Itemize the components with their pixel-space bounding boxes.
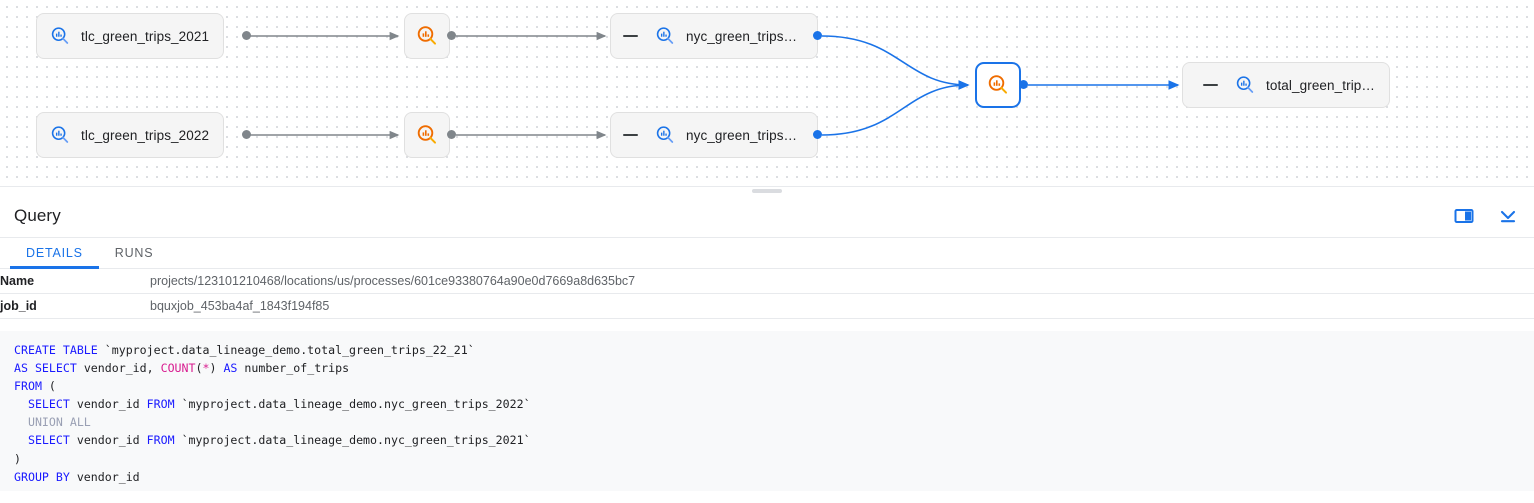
collapse-dash-icon[interactable] xyxy=(623,134,638,136)
detail-key-job-id: job_id xyxy=(0,299,37,313)
lineage-process-node-selected[interactable] xyxy=(975,62,1021,108)
lineage-node-label: tlc_green_trips_2022 xyxy=(81,127,210,143)
connector-dot-out-proc-1 xyxy=(447,31,456,40)
detail-value-name: projects/123101210468/locations/us/proce… xyxy=(150,274,636,288)
table-search-icon-blue xyxy=(1234,74,1256,96)
connector-dot-out-proc-selected xyxy=(1019,80,1028,89)
process-search-icon-orange xyxy=(415,24,439,48)
connector-dot-out-tlc-2021 xyxy=(242,31,251,40)
query-tabs: DETAILS RUNS xyxy=(0,238,1534,269)
detail-key-name: Name xyxy=(0,274,35,288)
collapse-dash-icon[interactable] xyxy=(623,35,638,37)
splitter-drag-handle[interactable] xyxy=(752,189,782,193)
lineage-node-label: nyc_green_trips… xyxy=(686,28,798,44)
process-search-icon-orange xyxy=(986,73,1010,97)
panel-splitter[interactable] xyxy=(0,186,1534,195)
lineage-graph-canvas[interactable]: tlc_green_trips_2021 tlc_green_trips_202… xyxy=(0,0,1534,186)
connector-dot-out-proc-2 xyxy=(447,130,456,139)
collapse-dash-icon[interactable] xyxy=(1203,84,1218,86)
table-row: Name projects/123101210468/locations/us/… xyxy=(0,269,1534,294)
lineage-node-label: nyc_green_trips… xyxy=(686,127,798,143)
lineage-node-label: tlc_green_trips_2021 xyxy=(81,28,210,44)
lineage-node-nyc-green-trips-top[interactable]: nyc_green_trips… xyxy=(610,13,818,59)
lineage-node-tlc-green-trips-2022[interactable]: tlc_green_trips_2022 xyxy=(36,112,225,158)
lineage-node-label: total_green_trip… xyxy=(1266,77,1376,93)
sql-code-block[interactable]: CREATE TABLE `myproject.data_lineage_dem… xyxy=(0,331,1534,491)
query-header-actions xyxy=(1454,206,1518,226)
table-search-icon-blue xyxy=(654,25,676,47)
split-pane-icon[interactable] xyxy=(1454,206,1474,226)
query-panel: Query DETAILS RUNS xyxy=(0,195,1534,491)
tab-label: RUNS xyxy=(114,246,154,260)
collapse-down-icon[interactable] xyxy=(1498,206,1518,226)
tab-label: DETAILS xyxy=(26,246,83,260)
table-search-icon-blue xyxy=(49,25,71,47)
connector-dot-out-tlc-2022 xyxy=(242,130,251,139)
table-search-icon-blue xyxy=(654,124,676,146)
table-search-icon-blue xyxy=(49,124,71,146)
table-row: job_id bquxjob_453ba4af_1843f194f85 xyxy=(0,294,1534,319)
lineage-process-node-2[interactable] xyxy=(404,112,450,158)
lineage-process-node-1[interactable] xyxy=(404,13,450,59)
process-search-icon-orange xyxy=(415,123,439,147)
connector-dot-out-nyc-top xyxy=(813,31,822,40)
tab-runs[interactable]: RUNS xyxy=(99,238,170,268)
query-details-table: Name projects/123101210468/locations/us/… xyxy=(0,269,1534,319)
lineage-node-tlc-green-trips-2021[interactable]: tlc_green_trips_2021 xyxy=(36,13,225,59)
query-panel-header: Query xyxy=(0,195,1534,238)
tab-details[interactable]: DETAILS xyxy=(10,238,99,269)
lineage-node-nyc-green-trips-bottom[interactable]: nyc_green_trips… xyxy=(610,112,818,158)
detail-value-job-id: bquxjob_453ba4af_1843f194f85 xyxy=(150,299,330,313)
connector-dot-out-nyc-bottom xyxy=(813,130,822,139)
sql-code-text: CREATE TABLE `myproject.data_lineage_dem… xyxy=(14,343,531,484)
lineage-node-total-green-trips[interactable]: total_green_trip… xyxy=(1182,62,1390,108)
panel-title: Query xyxy=(14,206,61,225)
